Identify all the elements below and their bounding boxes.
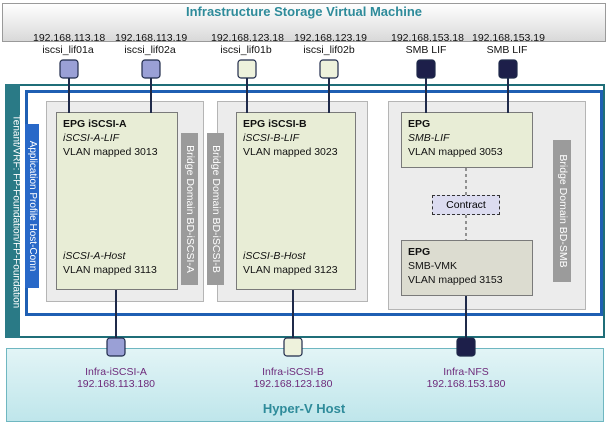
epg-title: EPG xyxy=(408,118,431,130)
epg-iscsi-b: EPG iSCSI-B iSCSI-B-LIF VLAN mapped 3023… xyxy=(236,112,356,290)
epg-host: SMB-VMK xyxy=(408,260,458,272)
lif-ip: 192.168.113.19 xyxy=(115,32,188,44)
hyperv-host-box xyxy=(6,348,604,422)
host-port-name: Infra-iSCSI-A xyxy=(85,366,147,378)
hyperv-host-title: Hyper-V Host xyxy=(262,401,346,416)
lif-ip: 192.168.113.18 xyxy=(33,32,106,44)
app-profile-strip xyxy=(25,124,39,288)
epg-title: EPG iSCSI-A xyxy=(63,118,127,130)
lif-label: 192.168.123.19 iscsi_lif02b xyxy=(294,32,367,56)
epg-host-vlan: VLAN mapped 3123 xyxy=(243,264,338,276)
epg-host-vlan: VLAN mapped 3113 xyxy=(63,264,157,276)
lif-port-icon xyxy=(498,59,518,79)
epg-lif-vlan: VLAN mapped 3013 xyxy=(63,146,158,158)
infra-svm-title: Infrastructure Storage Virtual Machine xyxy=(186,4,422,19)
host-port-name: Infra-NFS xyxy=(443,366,489,378)
lif-name: SMB LIF xyxy=(405,44,447,56)
contract-box: Contract xyxy=(432,195,500,215)
host-port-icon xyxy=(456,337,476,357)
epg-host: iSCSI-A-Host xyxy=(63,250,126,262)
host-port-label: Infra-NFS 192.168.153.180 xyxy=(416,366,516,390)
lif-ip: 192.168.123.18 xyxy=(211,32,284,44)
lif-port-icon xyxy=(416,59,436,79)
host-port-label: Infra-iSCSI-B 192.168.123.180 xyxy=(243,366,343,390)
epg-title: EPG iSCSI-B xyxy=(243,118,307,130)
lif-name: iscsi_lif01b xyxy=(220,44,272,56)
lif-name: iscsi_lif02b xyxy=(303,44,355,56)
host-port-name: Infra-iSCSI-B xyxy=(262,366,324,378)
tenant-vrf-strip xyxy=(5,84,20,338)
epg-lif-vlan: VLAN mapped 3053 xyxy=(408,146,503,158)
lif-label: 192.168.153.18 SMB LIF xyxy=(391,32,464,56)
lif-name: iscsi_lif02a xyxy=(124,44,176,56)
bridge-domain-strip xyxy=(207,133,224,285)
epg-host: iSCSI-B-Host xyxy=(243,250,306,262)
epg-iscsi-a: EPG iSCSI-A iSCSI-A-LIF VLAN mapped 3013… xyxy=(56,112,178,290)
epg-host-vlan: VLAN mapped 3153 xyxy=(408,274,503,286)
host-port-icon xyxy=(106,337,126,357)
epg-smb-vmk: EPG SMB-VMK VLAN mapped 3153 xyxy=(401,240,533,296)
bridge-domain-strip xyxy=(181,133,198,285)
lif-name: SMB LIF xyxy=(486,44,528,56)
host-port-ip: 192.168.153.180 xyxy=(426,378,506,390)
host-port-label: Infra-iSCSI-A 192.168.113.180 xyxy=(66,366,166,390)
lif-label: 192.168.113.18 iscsi_lif01a xyxy=(33,32,106,56)
lif-ip: 192.168.153.19 xyxy=(472,32,545,44)
infra-svm-bar xyxy=(2,3,606,42)
lif-label: 192.168.153.19 SMB LIF xyxy=(472,32,545,56)
epg-lif-vlan: VLAN mapped 3023 xyxy=(243,146,338,158)
lif-label: 192.168.113.19 iscsi_lif02a xyxy=(115,32,188,56)
lif-ip: 192.168.153.18 xyxy=(391,32,464,44)
lif-label: 192.168.123.18 iscsi_lif01b xyxy=(211,32,284,56)
lif-port-icon xyxy=(237,59,257,79)
epg-lif: iSCSI-A-LIF xyxy=(63,132,120,144)
epg-lif: iSCSI-B-LIF xyxy=(243,132,300,144)
host-port-icon xyxy=(283,337,303,357)
epg-smb-lif: EPG SMB-LIF VLAN mapped 3053 xyxy=(401,112,533,168)
host-port-ip: 192.168.113.180 xyxy=(76,378,156,390)
lif-name: iscsi_lif01a xyxy=(42,44,94,56)
lif-port-icon xyxy=(141,59,161,79)
lif-port-icon xyxy=(319,59,339,79)
host-port-ip: 192.168.123.180 xyxy=(253,378,333,390)
bridge-domain-strip xyxy=(553,140,571,282)
epg-lif: SMB-LIF xyxy=(408,132,450,144)
lif-port-icon xyxy=(59,59,79,79)
epg-title: EPG xyxy=(408,246,431,258)
lif-ip: 192.168.123.19 xyxy=(294,32,367,44)
